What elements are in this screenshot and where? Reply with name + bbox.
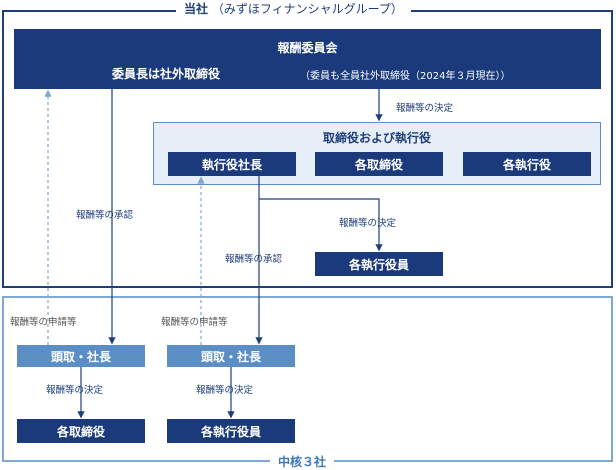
president-box: 執行役社長 [168,152,296,176]
label-committee-approval: 報酬等の承認 [76,210,134,221]
company-subtitle: （みずほフィナンシャルグループ） [211,2,403,16]
label-left-decision: 報酬等の決定 [46,385,104,396]
label-committee-decision: 報酬等の決定 [396,103,454,114]
board-group-title: 取締役および執行役 [322,131,431,145]
label-left-application: 報酬等の申請等 [10,317,77,328]
executive-officers-box: 各執行役員 [315,252,443,276]
label-right-decision: 報酬等の決定 [196,385,254,396]
right-executive-officers-box: 各執行役員 [167,419,295,443]
left-directors-box: 各取締役 [17,419,145,443]
committee-title: 報酬委員会 [277,41,338,55]
label-right-application: 報酬等の申請等 [161,317,228,328]
president-to-executive-officers-arrow [259,198,383,252]
compensation-committee-box: 報酬委員会 委員長は社外取締役 （委員も全員社外取締役（2024年３月現在）） [14,29,601,89]
officers-box: 各執行役 [463,152,591,176]
core-companies-title: 中核３社 [270,454,335,470]
right-head-president-box: 頭取・社長 [167,345,295,367]
label-president-decision: 報酬等の決定 [339,218,397,229]
company-frame-title: 当社 （みずほフィナンシャルグループ） [176,1,411,17]
company-title: 当社 [184,2,209,16]
left-head-president-box: 頭取・社長 [17,345,145,367]
directors-box: 各取締役 [315,152,443,176]
label-president-approval: 報酬等の承認 [225,254,283,265]
committee-chair: 委員長は社外取締役 [112,67,221,81]
committee-note: （委員も全員社外取締役（2024年３月現在）） [300,71,511,82]
